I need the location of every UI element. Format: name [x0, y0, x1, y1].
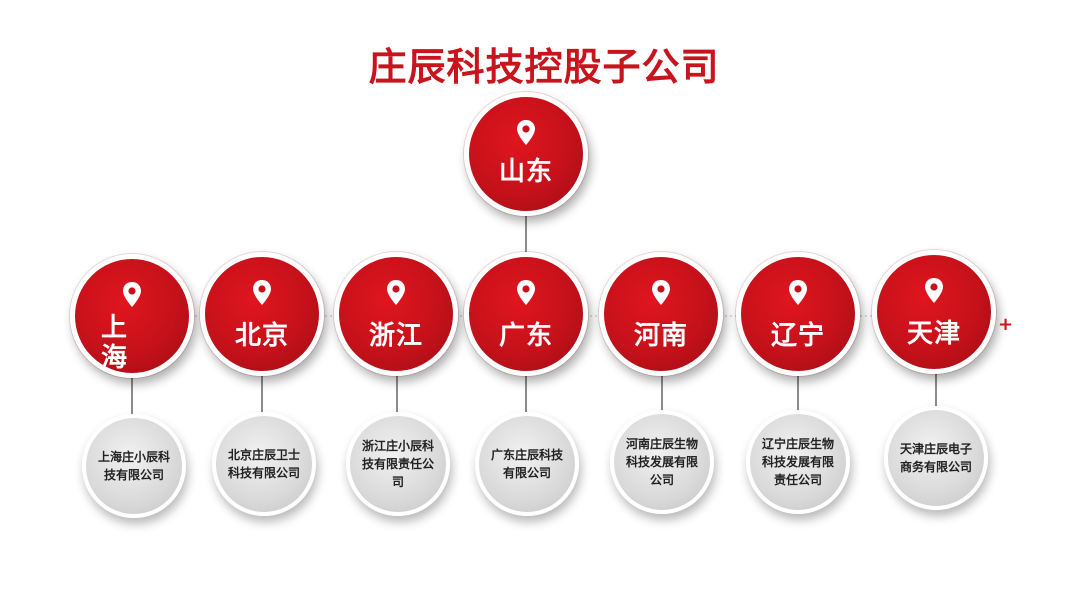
root-label: 山东: [498, 157, 553, 187]
region-node-shanghai[interactable]: 上海: [70, 254, 194, 378]
plus-mark: +: [998, 314, 1014, 335]
region-node-guangdong[interactable]: 广东: [464, 252, 588, 376]
region-label: 浙江: [368, 321, 423, 351]
company-node-liaoning[interactable]: 辽宁庄辰生物科技发展有限责任公司: [746, 410, 850, 514]
region-label: 上海: [101, 313, 129, 373]
map-pin-icon: [517, 120, 535, 145]
region-label: 辽宁: [770, 321, 825, 351]
map-pin-icon: [652, 280, 670, 305]
region-label: 广东: [498, 321, 553, 351]
map-pin-icon: [123, 282, 141, 307]
company-node-henan[interactable]: 河南庄辰生物科技发展有限公司: [610, 410, 714, 514]
map-pin-icon: [253, 280, 271, 305]
region-node-beijing[interactable]: 北京: [200, 252, 324, 376]
region-label: 天津: [906, 319, 961, 349]
map-pin-icon: [925, 278, 943, 303]
company-node-beijing[interactable]: 北京庄辰卫士科技有限公司: [212, 412, 316, 516]
root-node-shandong[interactable]: 山东: [464, 92, 588, 216]
company-node-tianjin[interactable]: 天津庄辰电子商务有限公司: [884, 406, 988, 510]
region-node-henan[interactable]: 河南: [599, 252, 723, 376]
region-node-liaoning[interactable]: 辽宁: [736, 252, 860, 376]
page-title: 庄辰科技控股子公司: [368, 45, 720, 89]
region-label: 河南: [633, 321, 688, 351]
map-pin-icon: [387, 280, 405, 305]
map-pin-icon: [517, 280, 535, 305]
region-node-tianjin[interactable]: 天津: [872, 250, 996, 374]
company-node-shanghai[interactable]: 上海庄小辰科技有限公司: [82, 414, 186, 518]
region-label: 北京: [234, 321, 289, 351]
company-node-zhejiang[interactable]: 浙江庄小辰科技有限责任公司: [346, 412, 450, 516]
company-node-guangdong[interactable]: 广东庄辰科技有限公司: [475, 412, 579, 516]
map-pin-icon: [789, 280, 807, 305]
region-node-zhejiang[interactable]: 浙江: [334, 252, 458, 376]
